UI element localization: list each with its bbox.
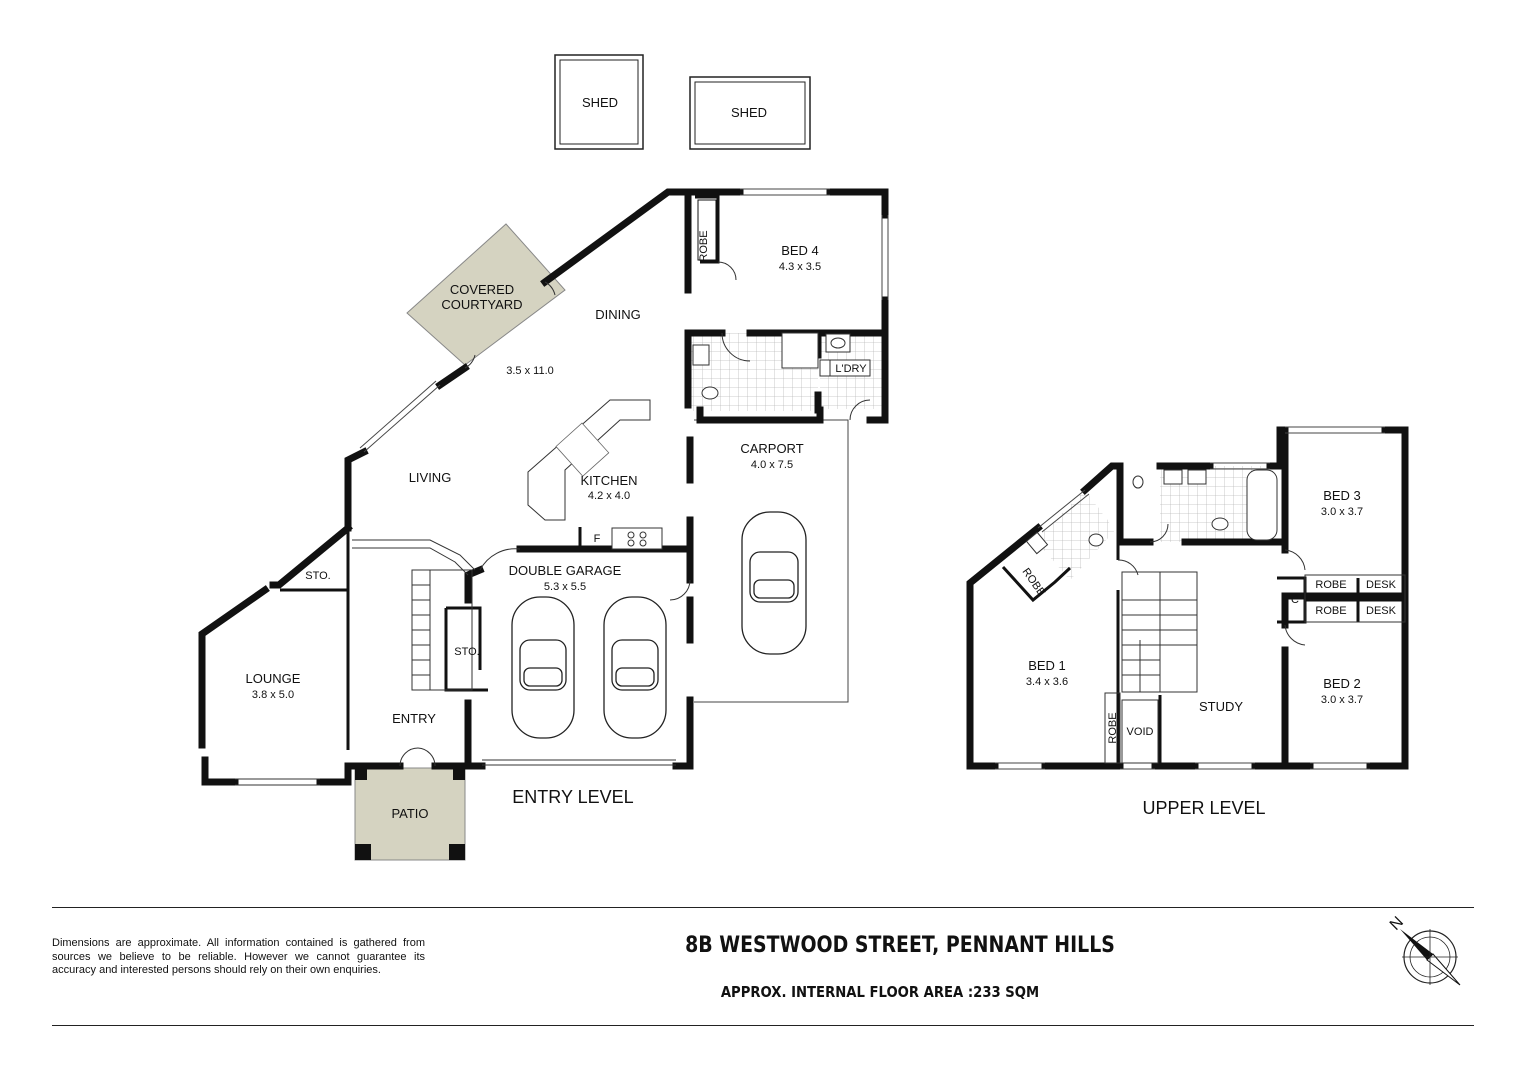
fridge-label: F <box>594 533 601 545</box>
car-1-icon <box>511 596 575 739</box>
footer-bottom-rule <box>52 1025 1474 1026</box>
footer-top-rule <box>52 907 1474 908</box>
compass-icon: N <box>1387 914 1461 986</box>
robe-2-label: ROBE <box>1107 712 1119 743</box>
shed-2-label: SHED <box>731 105 767 120</box>
car-2-icon <box>603 596 667 739</box>
shed-2: SHED <box>689 76 811 150</box>
covered-courtyard-area <box>406 223 566 366</box>
dining-label: DINING <box>595 307 641 322</box>
double-garage-size: 5.3 x 5.5 <box>544 581 586 593</box>
desk-bed2-label: DESK <box>1366 605 1397 617</box>
carport-size: 4.0 x 7.5 <box>751 459 793 471</box>
robe-bed2-label: ROBE <box>1315 605 1346 617</box>
kitchen-size: 4.2 x 4.0 <box>588 490 630 502</box>
covered-courtyard-label-2: COURTYARD <box>441 297 522 312</box>
storage-1-label: STO. <box>305 570 330 582</box>
property-address: 8B WESTWOOD STREET, PENNANT HILLS <box>685 933 1115 958</box>
kitchen-label: KITCHEN <box>580 473 637 488</box>
shed-1-label: SHED <box>582 95 618 110</box>
robe-bed1-label: ROBE <box>1020 566 1048 598</box>
bed4-size: 4.3 x 3.5 <box>779 261 821 273</box>
storage-2-label: STO. <box>454 646 479 658</box>
carport-label: CARPORT <box>740 441 803 456</box>
upper-level: BED 3 3.0 x 3.7 ROBE DESK ROBE DESK C BE… <box>966 426 1409 818</box>
disclaimer-text: Dimensions are approximate. All informat… <box>52 937 425 976</box>
desk-bed3-label: DESK <box>1366 579 1397 591</box>
bed2-size: 3.0 x 3.7 <box>1321 694 1363 706</box>
covered-courtyard-label-1: COVERED <box>450 282 514 297</box>
double-garage-label: DOUBLE GARAGE <box>509 563 622 578</box>
patio-label: PATIO <box>391 806 428 821</box>
lounge-size: 3.8 x 5.0 <box>252 689 294 701</box>
study-label: STUDY <box>1199 699 1243 714</box>
living-dining-size: 3.5 x 11.0 <box>506 365 554 377</box>
bed3-size: 3.0 x 3.7 <box>1321 506 1363 518</box>
bed1-size: 3.4 x 3.6 <box>1026 676 1068 688</box>
upper-level-title: UPPER LEVEL <box>1142 798 1265 818</box>
shed-1: SHED <box>554 54 644 150</box>
robe-bed4-label: ROBE <box>698 230 710 261</box>
bed3-label: BED 3 <box>1323 488 1361 503</box>
robe-bed3-label: ROBE <box>1315 579 1346 591</box>
lounge-label: LOUNGE <box>246 671 301 686</box>
laundry-label: L'DRY <box>835 363 867 375</box>
bed1-label: BED 1 <box>1028 658 1066 673</box>
compass-north-label: N <box>1387 914 1407 934</box>
void-label: VOID <box>1127 726 1154 738</box>
cupboard-label: C <box>1291 594 1299 606</box>
patio-area <box>354 767 466 861</box>
entry-level: COVERED COURTYARD DINING 3.5 x 11.0 LIVI… <box>198 188 889 861</box>
floor-area: APPROX. INTERNAL FLOOR AREA :233 SQM <box>720 983 1040 1001</box>
bed2-label: BED 2 <box>1323 676 1361 691</box>
entry-level-title: ENTRY LEVEL <box>512 787 633 807</box>
entry-label: ENTRY <box>392 711 436 726</box>
living-label: LIVING <box>409 470 452 485</box>
car-3-icon <box>741 511 807 655</box>
bed4-label: BED 4 <box>781 243 819 258</box>
